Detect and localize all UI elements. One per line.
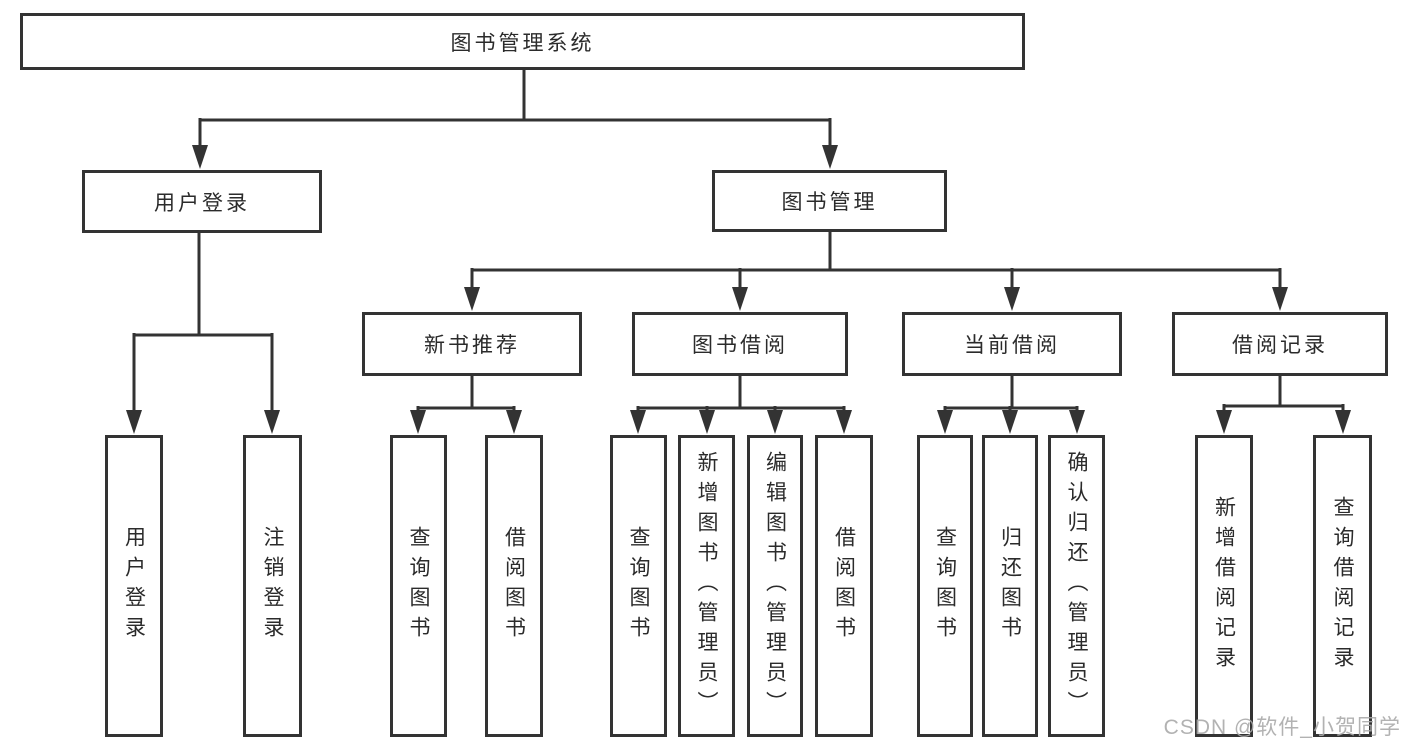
- leaf-current-confirm-return-admin: 确认归还（管理员）: [1048, 435, 1105, 737]
- leaf-borrow-query: 查询图书: [610, 435, 667, 737]
- leaf-records-add-label: 新增借阅记录: [1212, 496, 1236, 676]
- leaf-current-query-label: 查询图书: [933, 526, 957, 646]
- node-root: 图书管理系统: [20, 13, 1025, 70]
- leaf-current-return: 归还图书: [982, 435, 1038, 737]
- leaf-borrow-add-admin: 新增图书（管理员）: [678, 435, 735, 737]
- node-book-mgmt: 图书管理: [712, 170, 947, 232]
- leaf-newbook-borrow: 借阅图书: [485, 435, 543, 737]
- connector-newbook-to-children: [416, 376, 516, 417]
- leaf-newbook-query-label: 查询图书: [407, 526, 430, 646]
- leaf-borrow-query-label: 查询图书: [627, 526, 650, 646]
- connector-records-to-children: [1222, 376, 1345, 417]
- leaf-borrow-add-admin-label: 新增图书（管理员）: [695, 451, 718, 721]
- node-borrow-records-label: 借阅记录: [1232, 334, 1328, 357]
- leaf-logout-label: 注销登录: [261, 526, 284, 646]
- leaf-current-confirm-return-admin-label: 确认归还（管理员）: [1065, 451, 1088, 721]
- node-new-book-recommend-label: 新书推荐: [424, 334, 520, 357]
- node-current-borrow-label: 当前借阅: [964, 334, 1060, 357]
- node-current-borrow: 当前借阅: [902, 312, 1122, 376]
- leaf-borrow-edit-admin-label: 编辑图书（管理员）: [763, 451, 787, 721]
- leaf-records-query-label: 查询借阅记录: [1331, 496, 1354, 676]
- node-user-login: 用户登录: [82, 170, 322, 233]
- leaf-newbook-borrow-label: 借阅图书: [502, 526, 526, 646]
- arrowheads: [126, 145, 1351, 434]
- node-borrow-records: 借阅记录: [1172, 312, 1388, 376]
- leaf-records-add: 新增借阅记录: [1195, 435, 1253, 737]
- leaf-user-login: 用户登录: [105, 435, 163, 737]
- connector-bookborrow-to-children: [636, 376, 846, 417]
- node-book-mgmt-label: 图书管理: [781, 191, 878, 214]
- leaf-borrow-edit-admin: 编辑图书（管理员）: [747, 435, 803, 737]
- node-root-label: 图书管理系统: [450, 31, 595, 55]
- leaf-newbook-query: 查询图书: [390, 435, 447, 737]
- leaf-user-login-label: 用户登录: [122, 526, 146, 646]
- leaf-borrow-book: 借阅图书: [815, 435, 873, 737]
- connector-root-to-level2: [198, 70, 832, 150]
- leaf-current-return-label: 归还图书: [998, 526, 1022, 646]
- leaf-logout: 注销登录: [243, 435, 302, 737]
- node-new-book-recommend: 新书推荐: [362, 312, 582, 376]
- leaf-records-query: 查询借阅记录: [1313, 435, 1372, 737]
- node-book-borrow: 图书借阅: [632, 312, 848, 376]
- node-user-login-label: 用户登录: [154, 191, 250, 215]
- csdn-watermark: CSDN @软件_小贺同学: [1163, 716, 1401, 739]
- connector-userlogin-to-children: [132, 233, 274, 416]
- leaf-current-query: 查询图书: [917, 435, 973, 737]
- leaf-borrow-book-label: 借阅图书: [832, 526, 856, 646]
- connector-bookmgmt-to-level3: [470, 232, 1282, 293]
- node-book-borrow-label: 图书借阅: [692, 334, 788, 357]
